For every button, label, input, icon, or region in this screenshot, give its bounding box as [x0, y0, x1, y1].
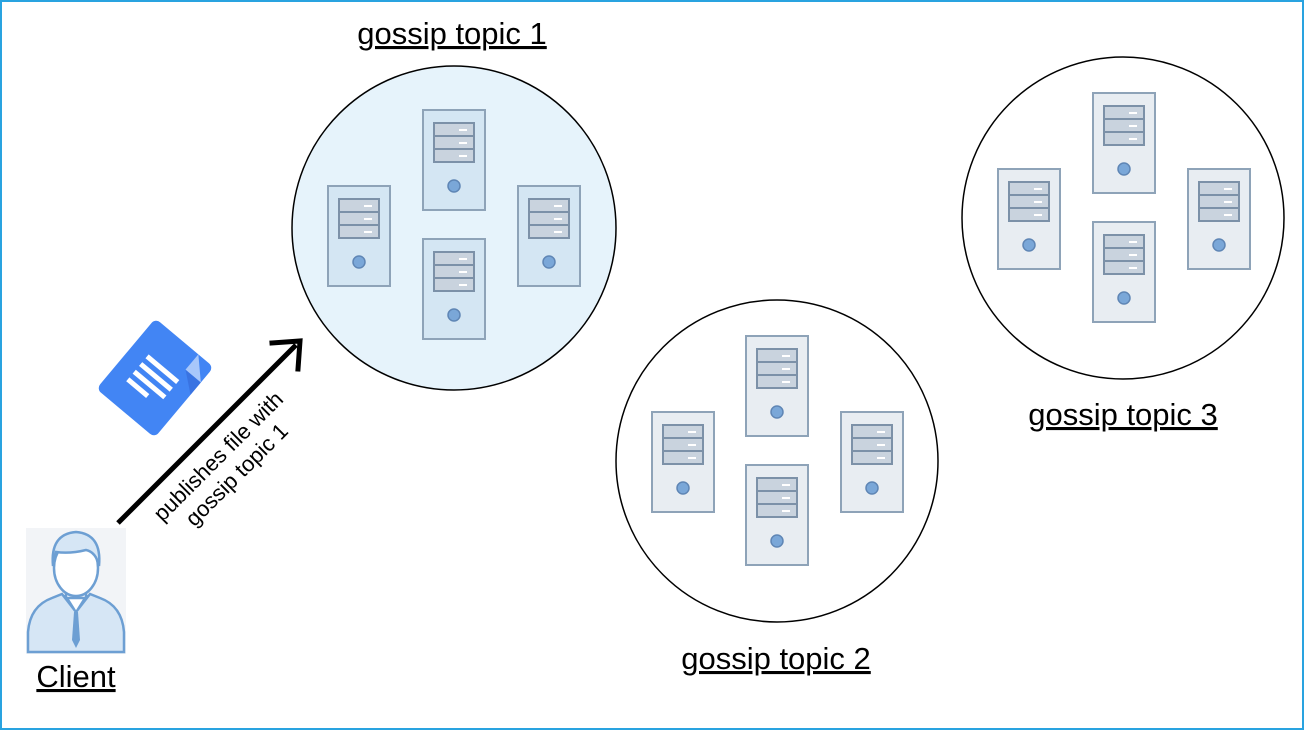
topic-3-label: gossip topic 3 [1028, 397, 1218, 432]
server-icon [422, 109, 486, 211]
server-icon [651, 411, 715, 513]
topic-1-label: gossip topic 1 [357, 16, 547, 51]
server-icon [745, 335, 809, 437]
topic-1-group: gossip topic 1 [291, 16, 617, 391]
server-icon [745, 464, 809, 566]
client-label: Client [36, 659, 116, 694]
server-icon [422, 238, 486, 340]
server-icon [1092, 221, 1156, 323]
topic-1-circle [291, 65, 617, 391]
server-icon [997, 168, 1061, 270]
server-icon [1092, 92, 1156, 194]
topic-2-label: gossip topic 2 [681, 641, 871, 676]
topic-3-circle [961, 56, 1285, 380]
server-icon [327, 185, 391, 287]
server-icon [517, 185, 581, 287]
server-icon [840, 411, 904, 513]
topic-2-circle [615, 299, 939, 623]
publish-arrow [116, 338, 303, 525]
document-icon [98, 320, 212, 436]
server-icon [1187, 168, 1251, 270]
topic-2-group: gossip topic 2 [615, 299, 939, 676]
user-icon [26, 528, 126, 654]
topic-3-group: gossip topic 3 [961, 56, 1285, 432]
